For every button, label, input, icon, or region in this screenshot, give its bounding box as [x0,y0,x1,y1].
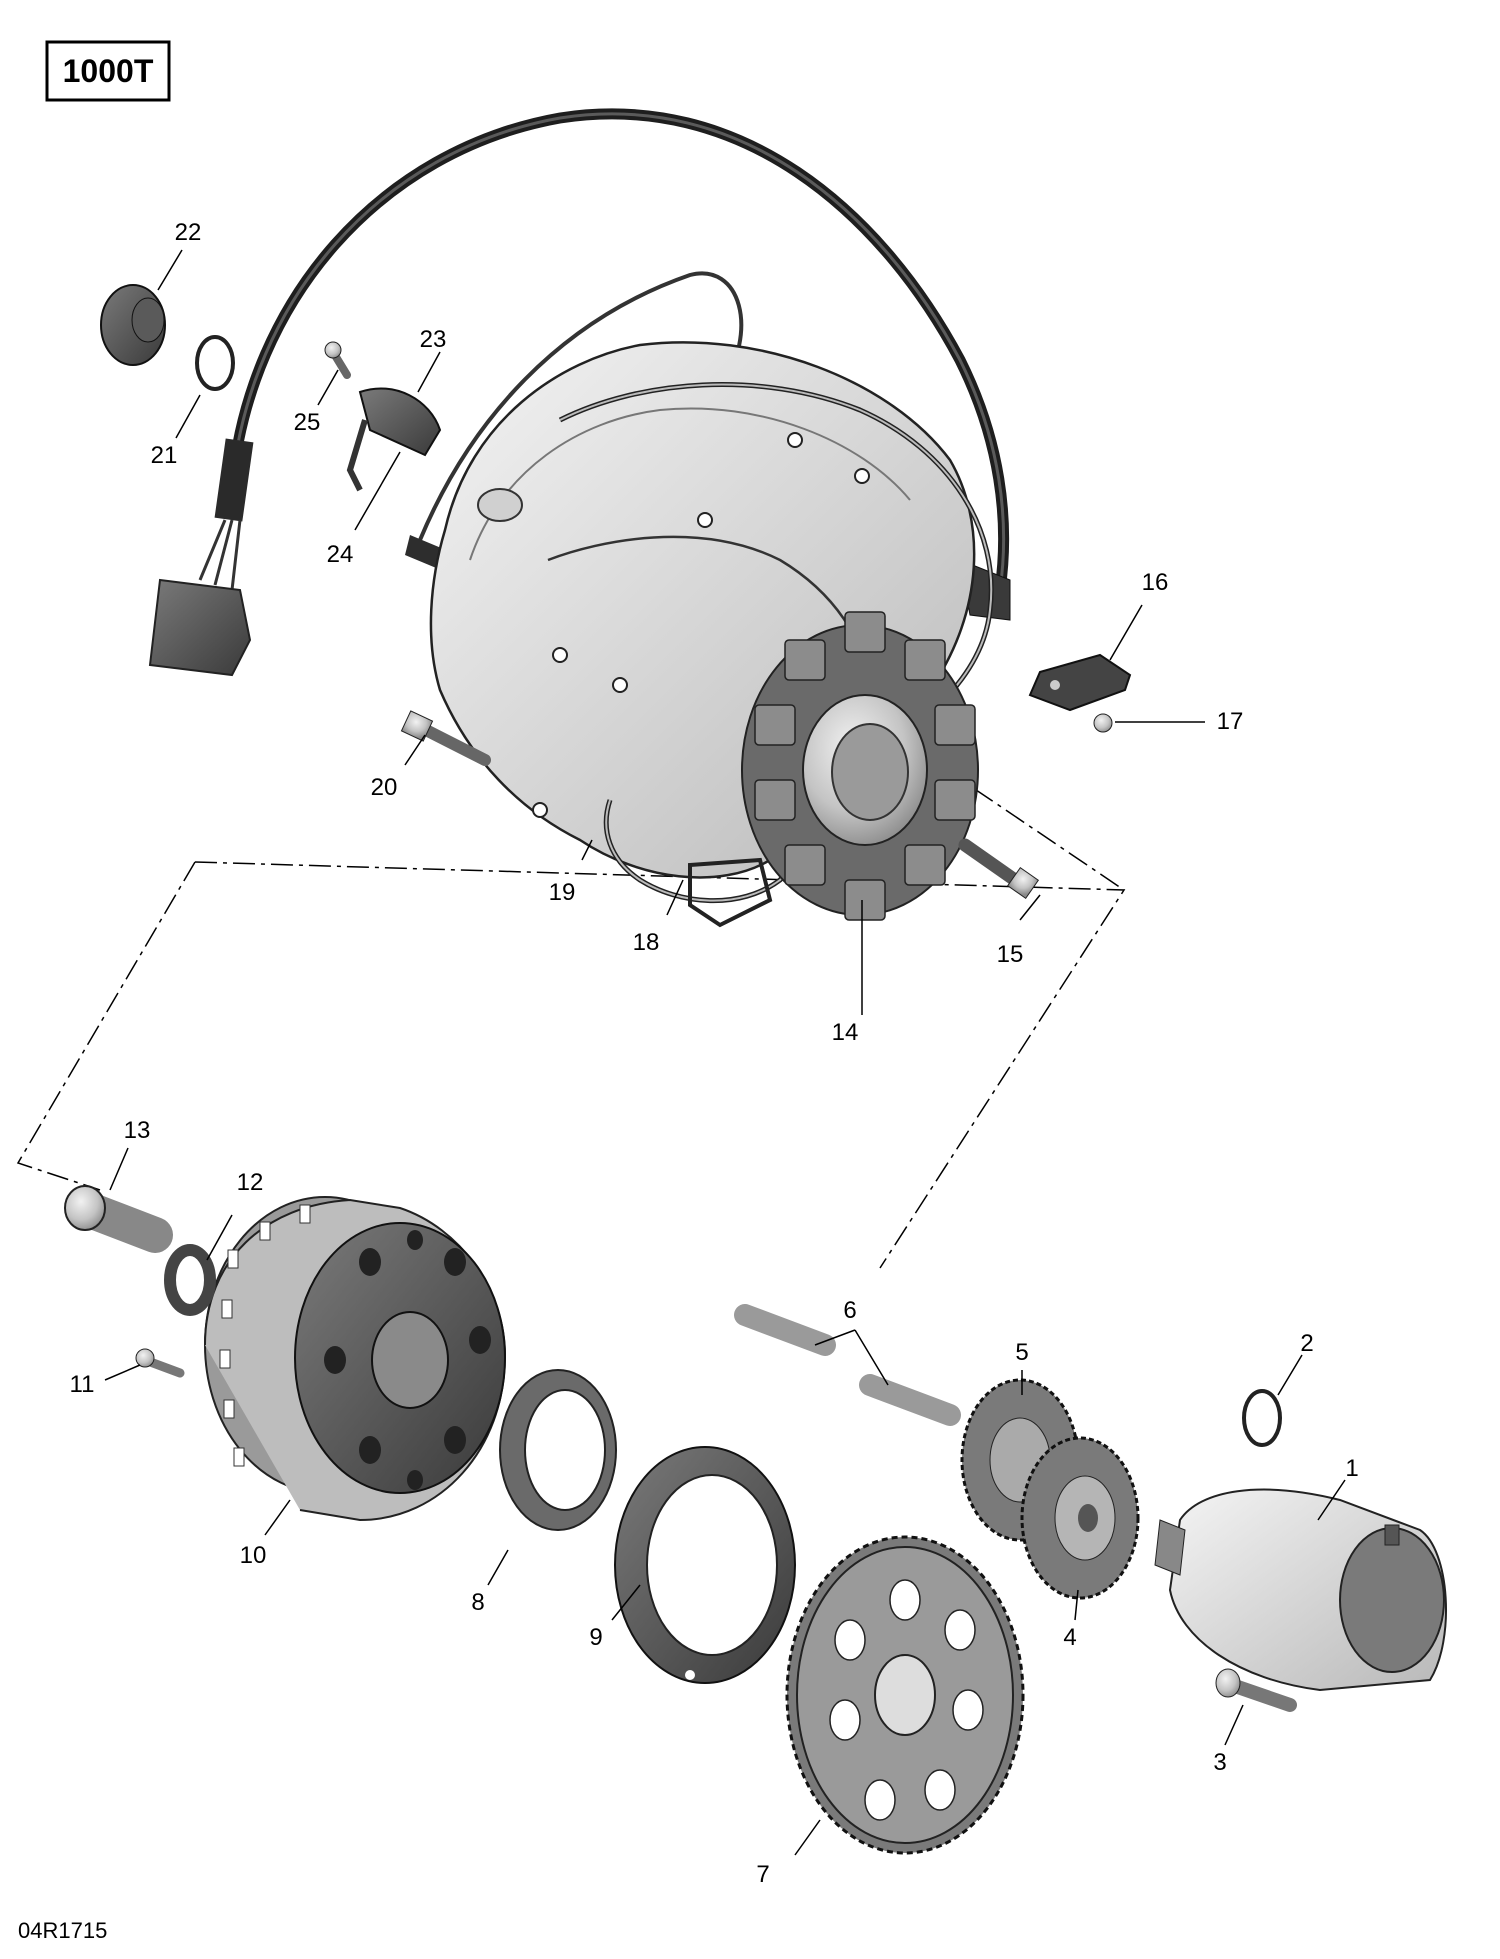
bearing-ring [499,1369,617,1531]
callout-6: 6 [843,1297,856,1324]
callout-17: 17 [1217,708,1244,735]
callout-16: 16 [1142,569,1169,596]
callout-22: 22 [175,219,202,246]
callout-19: 19 [549,879,576,906]
stator-bolt [958,838,1040,900]
cover-gasket [558,382,994,928]
clutch-plate [614,1446,796,1684]
callout-leaders [104,249,1346,1856]
wire-bracket [1028,653,1132,733]
callout-4: 4 [1063,1624,1076,1651]
starter-bolt [1215,1668,1297,1712]
callout-1: 1 [1345,1455,1358,1482]
callout-9: 9 [589,1624,602,1651]
callout-18: 18 [633,929,660,956]
starter-motor [1154,1488,1448,1692]
callout-20: 20 [371,774,398,801]
rotor-washer [164,1244,216,1316]
sensor-bolt [324,341,351,379]
gear-pins [734,1304,961,1426]
callout-7: 7 [756,1861,769,1888]
callout-23: 23 [420,326,447,353]
callout-15: 15 [997,941,1024,968]
callout-13: 13 [124,1117,151,1144]
callout-21: 21 [151,442,178,469]
callout-10: 10 [240,1542,267,1569]
callout-2: 2 [1300,1330,1313,1357]
callout-14: 14 [832,1019,859,1046]
cover-bolt [400,710,491,766]
starter-ring-gear [785,1535,1025,1855]
grommet [100,284,166,366]
o-ring-21 [195,335,235,391]
stator [741,611,979,921]
callout-3: 3 [1213,1749,1226,1776]
figure-code: 04R1715 [18,1918,107,1943]
callout-labels: 1 2 3 4 5 6 7 8 9 10 11 12 13 14 15 16 1… [70,219,1359,1888]
reduction-gear [1020,1436,1140,1600]
callout-5: 5 [1015,1339,1028,1366]
callout-24: 24 [327,541,354,568]
callout-12: 12 [237,1169,264,1196]
model-badge-text: 1000T [63,53,154,89]
crank-sensor [346,387,442,492]
starter-o-ring [1242,1389,1282,1447]
rotor-screw [135,1348,185,1378]
callout-25: 25 [294,409,321,436]
rotor-flywheel [204,1196,507,1522]
model-badge: 1000T [45,40,171,102]
callout-11: 11 [70,1371,95,1398]
rotor-bolt [64,1185,173,1253]
callout-8: 8 [471,1589,484,1616]
